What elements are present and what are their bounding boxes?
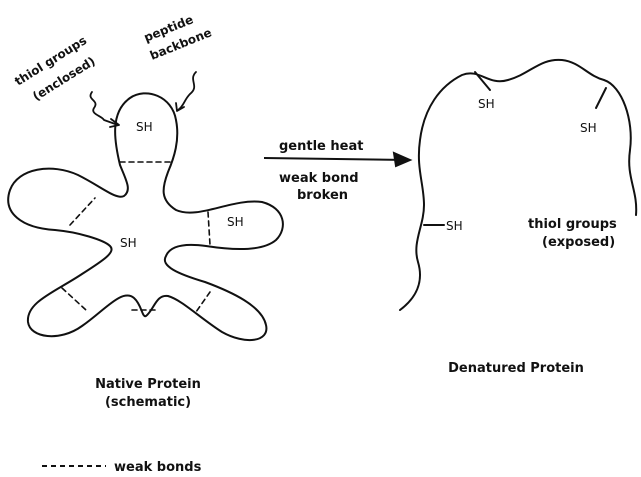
- reaction-arrow-head: [394, 153, 410, 166]
- thiol-exposed-label-line2: (exposed): [542, 235, 615, 250]
- weak-bond-lower-left: [62, 288, 86, 310]
- arrow-label-gentle-heat: gentle heat: [279, 139, 363, 154]
- sh-native-center: SH: [120, 236, 137, 250]
- native-protein: [8, 72, 283, 340]
- sh-native-top: SH: [136, 120, 153, 134]
- legend-label-weak-bonds: weak bonds: [114, 460, 202, 475]
- sh-native-right: SH: [227, 215, 244, 229]
- sh-denatured-a: SH: [478, 97, 495, 111]
- legend: weak bonds: [42, 460, 202, 475]
- peptide-annotation-arrow: [178, 72, 196, 110]
- thiol-exposed-label-line1: thiol groups: [528, 217, 617, 232]
- weak-bond-upper-left: [70, 198, 95, 225]
- thiol-stalk-b: [596, 88, 606, 108]
- arrow-label-broken: broken: [297, 188, 348, 203]
- denatured-protein-caption: Denatured Protein: [448, 361, 584, 376]
- sh-denatured-b: SH: [580, 121, 597, 135]
- native-protein-caption-line1: Native Protein: [95, 377, 201, 392]
- weak-bond-lower-right: [196, 292, 210, 312]
- reaction-arrow: [264, 153, 410, 166]
- weak-bond-right: [208, 212, 210, 245]
- sh-denatured-c: SH: [446, 219, 463, 233]
- native-protein-caption-line2: (schematic): [105, 395, 191, 410]
- reaction-arrow-shaft: [264, 158, 408, 160]
- arrow-label-weak-bond: weak bond: [279, 171, 359, 186]
- denatured-protein: [400, 60, 636, 310]
- thiol-stalk-a: [475, 72, 490, 90]
